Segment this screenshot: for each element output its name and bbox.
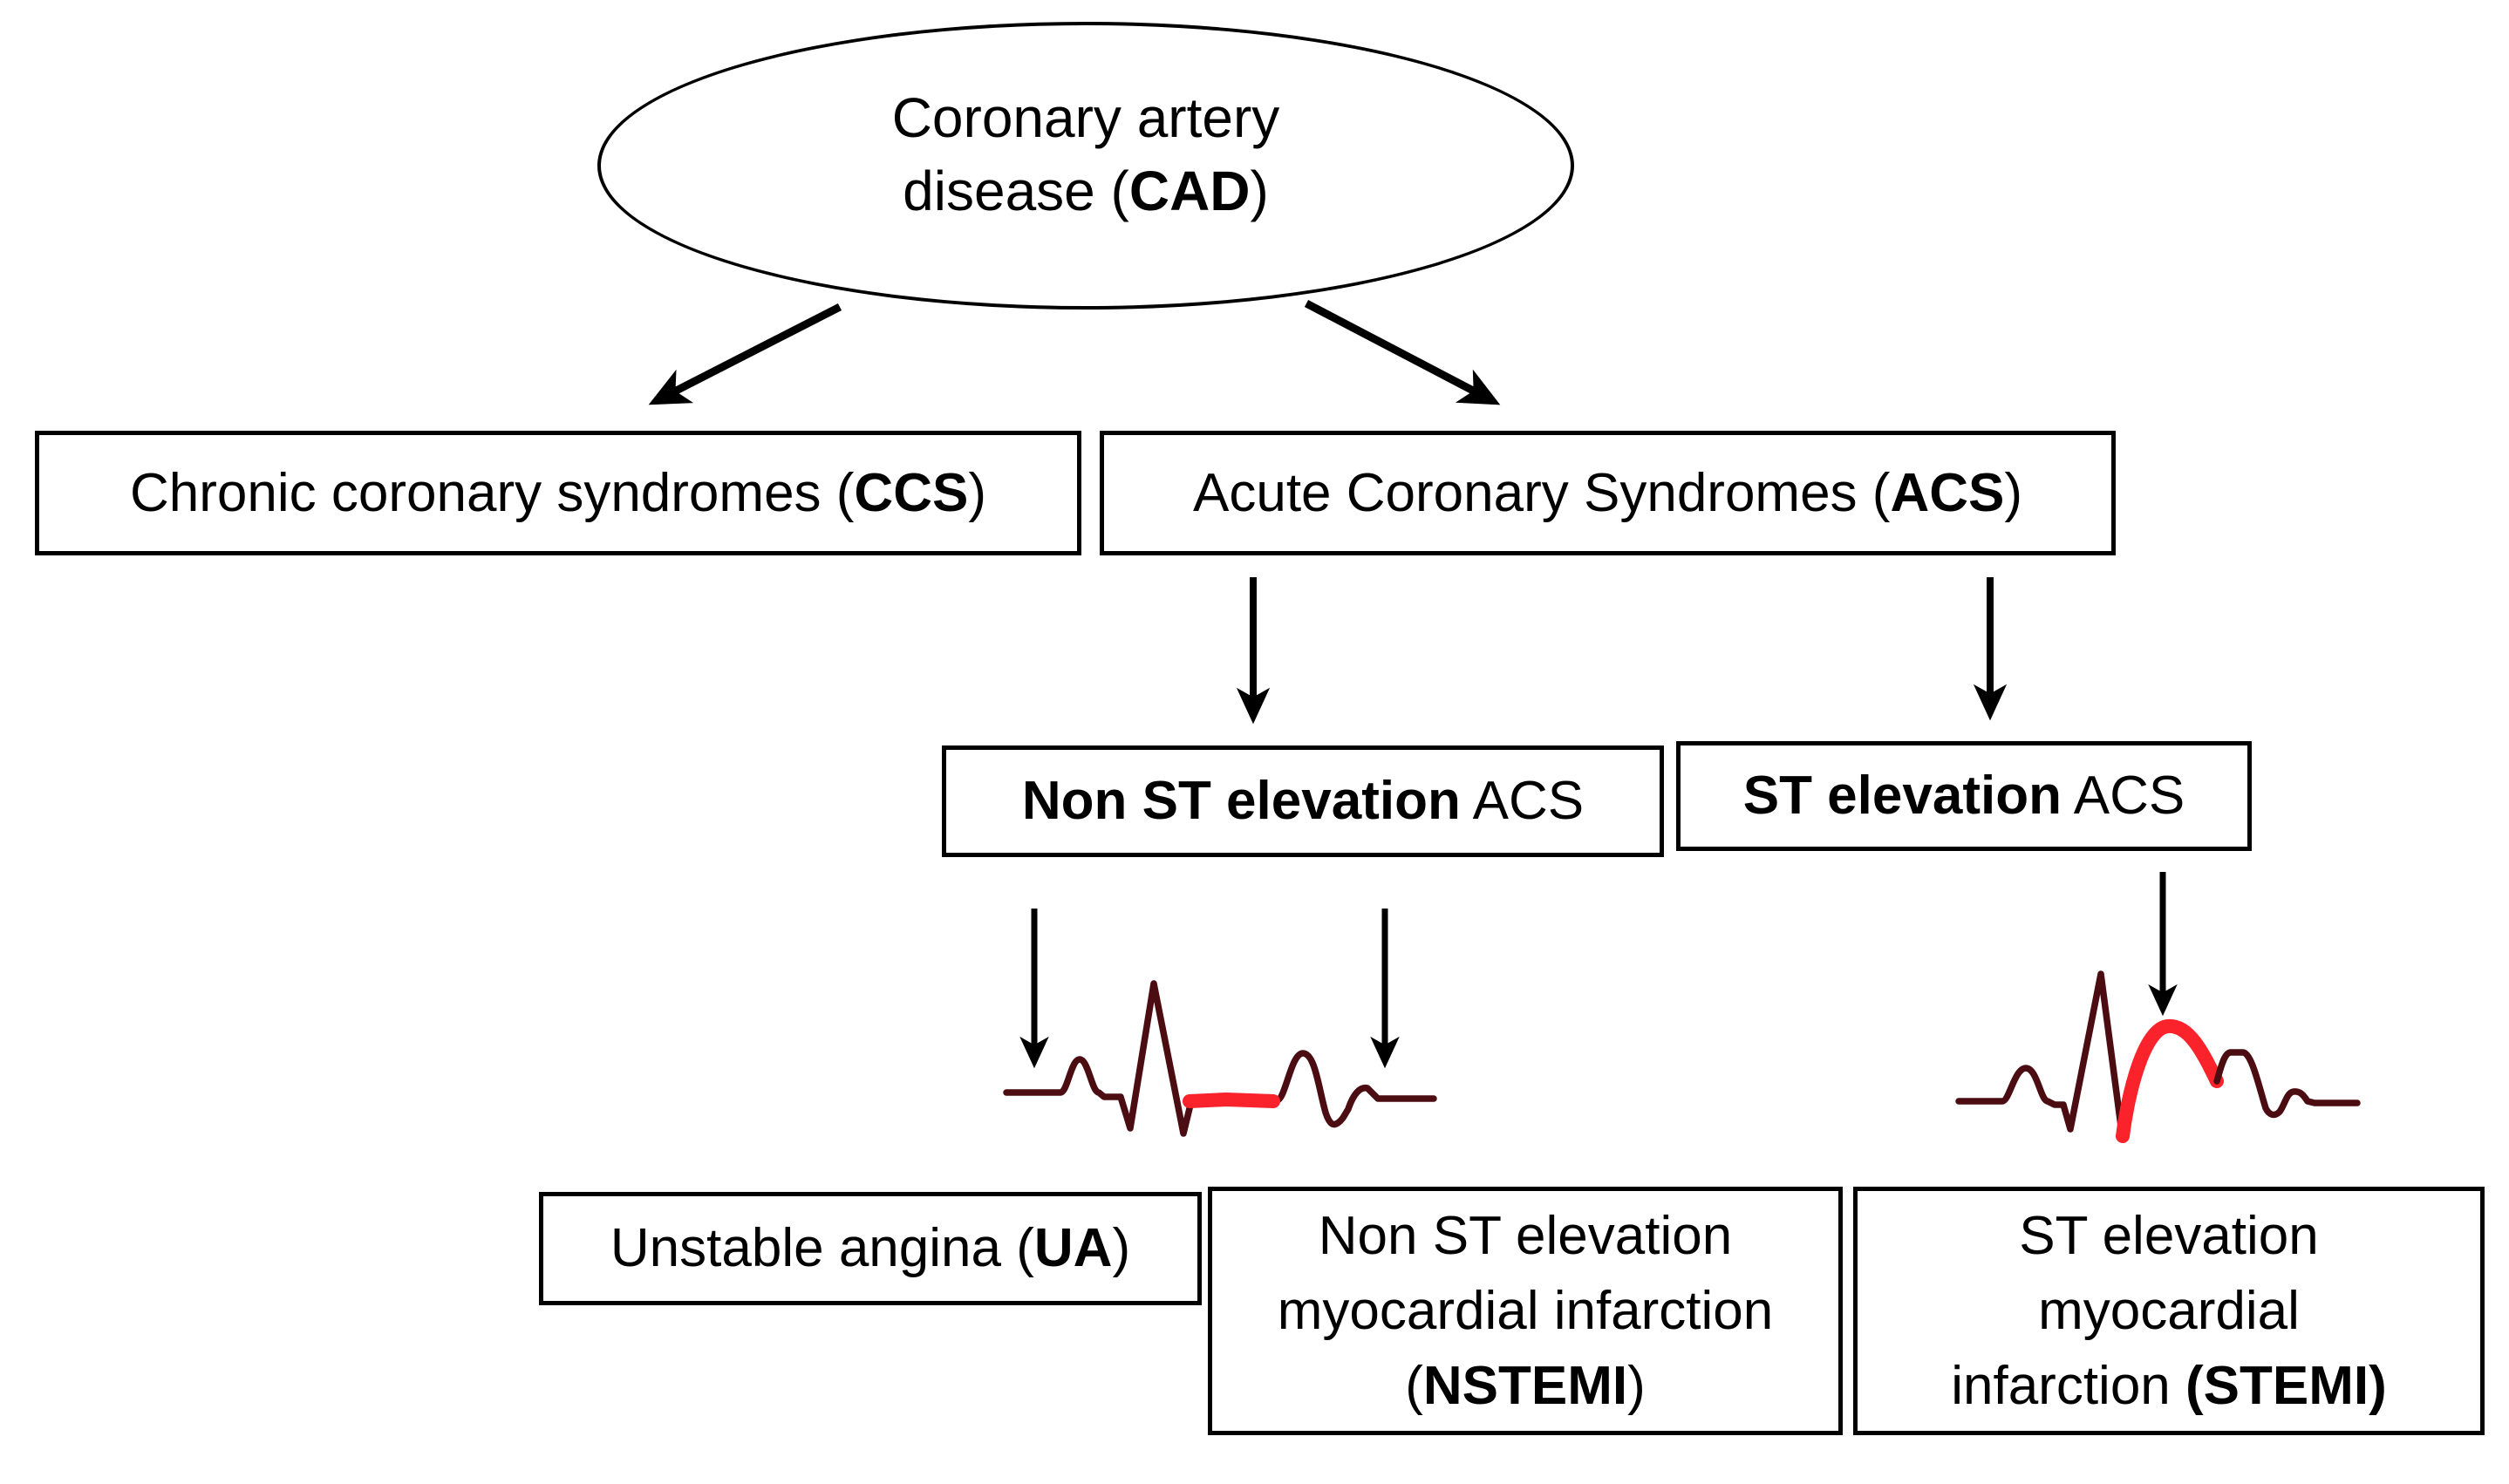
node-cad-line1: Coronary artery — [891, 86, 1280, 149]
ecg-st-depression-icon — [1003, 980, 1437, 1137]
ecg-st-elevation-segment — [2116, 1019, 2224, 1143]
node-nstemi-line3: (NSTEMI) — [1405, 1355, 1646, 1416]
node-nstemi-line1: Non ST elevation — [1318, 1205, 1733, 1266]
ecg-st-depression-trace — [1003, 980, 1437, 1137]
node-ua: Unstable angina (UA) — [539, 1192, 1202, 1305]
arrow-cad-to-acs — [1304, 300, 1501, 405]
node-ua-label: Unstable angina (UA) — [610, 1218, 1131, 1278]
node-acs: Acute Coronary Syndromes (ACS) — [1100, 431, 2116, 555]
node-nstemi: Non ST elevation myocardial infarction (… — [1208, 1187, 1843, 1435]
node-ccs-label: Chronic coronary syndromes (CCS) — [130, 462, 986, 523]
ecg-st-depression-segment — [1183, 1093, 1280, 1108]
node-nste-acs-label: Non ST elevation ACS — [1021, 771, 1585, 831]
node-ste-acs: ST elevation ACS — [1676, 741, 2252, 851]
node-stemi: ST elevation myocardial infarction (STEM… — [1853, 1187, 2485, 1435]
node-ccs: Chronic coronary syndromes (CCS) — [35, 431, 1081, 555]
node-stemi-line2: myocardial — [2038, 1280, 2300, 1341]
node-stemi-line3: infarction (STEMI) — [1951, 1355, 2387, 1416]
node-stemi-line1: ST elevation — [2019, 1205, 2319, 1266]
ecg-st-elevation-icon — [1955, 970, 2361, 1143]
node-nstemi-line2: myocardial infarction — [1277, 1280, 1774, 1341]
node-ste-acs-label: ST elevation ACS — [1742, 766, 2185, 826]
ecg-st-elevation-trace — [1955, 970, 2126, 1143]
arrow-cad-to-ccs — [648, 303, 842, 405]
node-nste-acs: Non ST elevation ACS — [942, 745, 1664, 857]
node-cad-line2: disease (CAD) — [903, 160, 1269, 222]
node-acs-label: Acute Coronary Syndromes (ACS) — [1193, 462, 2022, 523]
node-cad: Coronary artery disease (CAD) — [597, 22, 1574, 310]
ecg-st-elevation-trace-tail — [2213, 1049, 2361, 1119]
